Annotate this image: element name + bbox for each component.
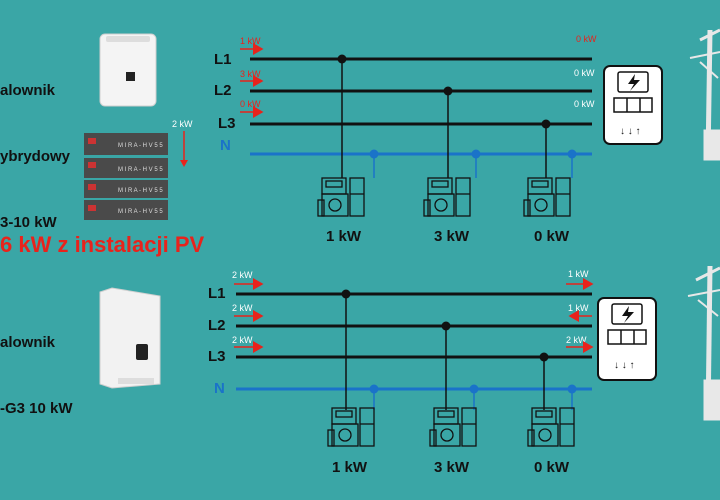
phase-label-l1-bottom: L1 [208, 285, 226, 302]
load-drops-bottom [341, 289, 577, 410]
battery-brand-label-4: M I R A - H V 5 5 [118, 209, 163, 215]
appliance-group-icon [429, 407, 477, 447]
load-label-1-bottom: 1 kW [332, 459, 368, 476]
load-drops-top [337, 54, 577, 178]
appliance-group-icon [423, 177, 471, 217]
phase-label-l3-bottom: L3 [208, 348, 226, 365]
svg-text:↓ ↓ ↑: ↓ ↓ ↑ [620, 126, 641, 137]
battery-brand-label-3: M I R A - H V 5 5 [118, 188, 163, 194]
inverter-label-bottom: alownik -G3 10 kW [0, 288, 73, 442]
g3-inverter-image [99, 287, 161, 389]
in-flow-label-l2-bottom: 2 kW [232, 303, 253, 313]
load-label-1: 1 kW [326, 228, 362, 245]
phase-label-l1: L1 [214, 51, 232, 68]
power-pylon-icon [689, 28, 720, 161]
hybrid-inverter-image [99, 33, 157, 107]
bolt-meter-icon: ↓ ↓ ↑ [603, 65, 663, 145]
appliance-group-icon [317, 177, 365, 217]
inverter-label-top: alownik ybrydowy 3-10 kW [0, 36, 70, 256]
out-flow-label-l3-bottom: 2 kW [566, 335, 587, 345]
battery-stack-image: M I R A - H V 5 5 M I R A - H V 5 5 M I … [84, 133, 168, 220]
inverter-label-top-line-3: 3-10 kW [0, 214, 57, 231]
inverter-label-bottom-line-2: -G3 10 kW [0, 400, 73, 417]
load-label-3-bottom: 0 kW [534, 459, 570, 476]
battery-brand-label: M I R A - H V 5 5 [118, 143, 163, 149]
power-pylon-icon [687, 265, 720, 421]
out-flow-label-l3: 0 kW [574, 99, 595, 109]
battery-flow-label: 2 kW [172, 119, 193, 129]
out-flow-label-l1: 0 kW [576, 34, 597, 44]
battery-flow-arrowhead [180, 160, 188, 167]
bolt-meter-icon: ↓ ↓ ↑ [597, 297, 657, 381]
in-flow-label-l3: 0 kW [240, 99, 261, 109]
svg-text:↓ ↓ ↑: ↓ ↓ ↑ [614, 360, 635, 371]
in-flow-label-l3-bottom: 2 kW [232, 335, 253, 345]
load-label-2: 3 kW [434, 228, 470, 245]
load-label-3: 0 kW [534, 228, 570, 245]
out-flow-label-l1-bottom: 1 kW [568, 269, 589, 279]
phase-label-l2: L2 [214, 82, 232, 99]
neutral-label: N [220, 137, 231, 154]
appliance-group-icon [527, 407, 575, 447]
load-label-2-bottom: 3 kW [434, 459, 470, 476]
in-flow-label-l1-bottom: 2 kW [232, 270, 253, 280]
inverter-label-top-line-2: ybrydowy [0, 148, 71, 165]
in-flow-label-l1: 1 kW [240, 36, 261, 46]
phase-label-l3: L3 [218, 115, 236, 132]
appliance-group-icon [327, 407, 375, 447]
battery-brand-label-2: M I R A - H V 5 5 [118, 167, 163, 173]
neutral-label-bottom: N [214, 380, 225, 397]
out-flow-label-l2-bottom: 1 kW [568, 303, 589, 313]
phase-label-l2-bottom: L2 [208, 317, 226, 334]
appliance-group-icon [523, 177, 571, 217]
inverter-label-top-line-1: alownik [0, 82, 56, 99]
in-flow-label-l2: 3 kW [240, 69, 261, 79]
out-flow-label-l2: 0 kW [574, 68, 595, 78]
inverter-label-bottom-line-1: alownik [0, 334, 56, 351]
pv-banner: 6 kW z instalacji PV [0, 232, 205, 257]
